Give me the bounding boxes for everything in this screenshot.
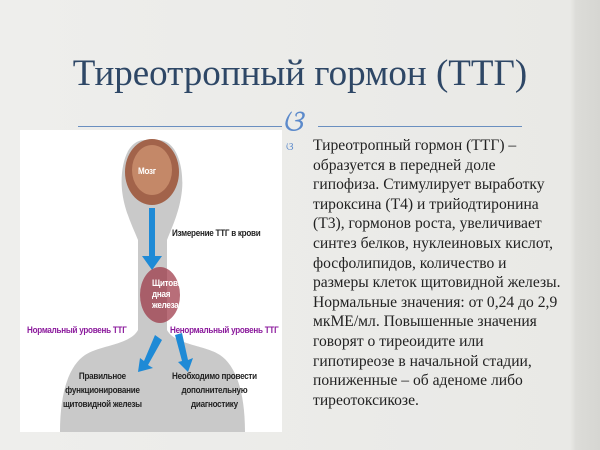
ornament-icon: ଓ	[282, 105, 303, 138]
thyroid-icon	[140, 267, 180, 323]
body-line: мкМЕ/мл. Повышенные значения	[313, 313, 537, 331]
body-line: фосфолипидов, количество и	[313, 254, 507, 272]
brain-label: Мозг	[138, 166, 156, 177]
bullet-icon: ଓ	[286, 141, 294, 153]
body-line: тиреотоксикозе.	[313, 391, 419, 409]
body-line: пониженные – об аденоме либо	[313, 372, 523, 390]
body-line: говорят о тиреоидите или	[313, 332, 484, 350]
body-line: размеры клеток щитовидной железы.	[313, 274, 561, 292]
body-line: Нормальные значения: от 0,24 до 2,9	[313, 293, 558, 311]
abnormal-level-label: Ненормальный уровень ТТГ	[170, 325, 279, 336]
body-silhouette	[60, 139, 245, 432]
arrow-down	[149, 208, 155, 258]
normal-level-label: Нормальный уровень ТТГ	[27, 325, 127, 336]
body-line: гипофиза. Стимулирует выработку	[313, 176, 545, 194]
arrow-right	[175, 333, 193, 372]
measure-label: Измерение ТТГ в крови	[172, 228, 261, 239]
body-line: Тиреотропный гормон (ТТГ) –	[313, 137, 517, 154]
body-line: тироксина (Т4) и трийодтиронина	[313, 195, 539, 213]
body-text: ଓ Тиреотропный гормон (ТТГ) – образуется …	[286, 136, 561, 410]
body-line: синтез белков, нуклеиновых кислот,	[313, 234, 553, 252]
body-line: (Т3), гормонов роста, увеличивает	[313, 215, 542, 233]
title-divider-right	[318, 126, 522, 127]
slide-title: Тиреотропный гормон (ТТГ)	[72, 53, 528, 94]
arrow-left	[138, 335, 162, 372]
body-line: образуется в передней доле	[313, 156, 496, 174]
body-line: гипотиреозе в начальной стадии,	[313, 352, 532, 370]
title-divider-left	[78, 126, 282, 127]
